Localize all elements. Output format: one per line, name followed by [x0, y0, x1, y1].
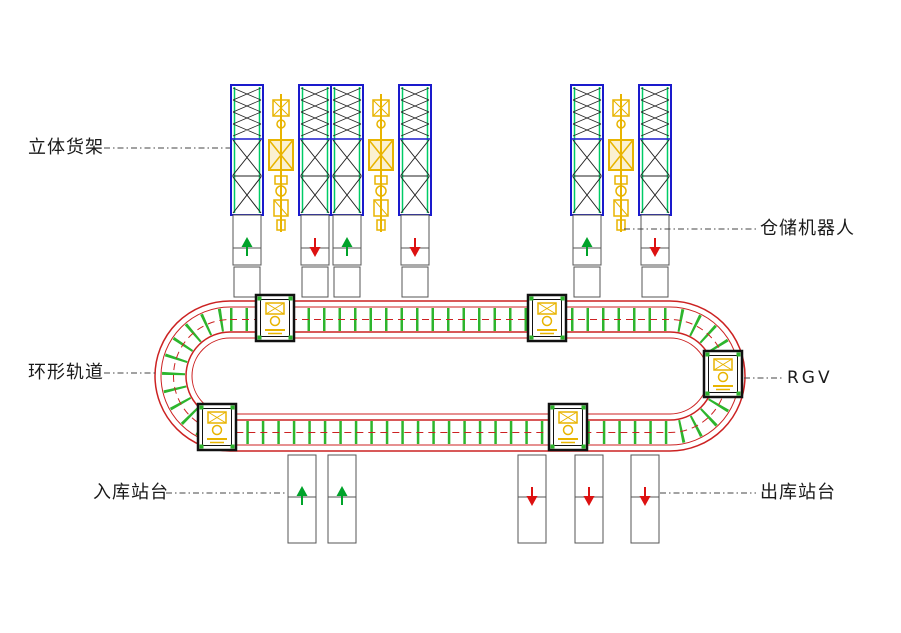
storage-rack [638, 84, 672, 216]
ring-track [154, 300, 746, 452]
storage-rack [330, 84, 364, 216]
storage-rack [298, 84, 332, 216]
rack-conveyors [232, 214, 670, 298]
track-inner-rail [185, 331, 715, 421]
rgv-vehicle [526, 293, 568, 343]
stereoscopic-racks [230, 84, 672, 216]
warehouse-robot [268, 93, 294, 233]
label-rgv: RGV [787, 368, 833, 388]
rgv-vehicle [254, 293, 296, 343]
storage-rack [398, 84, 432, 216]
rgv-vehicle [547, 402, 589, 452]
label-inbound-platform: 入库站台 [93, 482, 169, 503]
rgv-vehicle [196, 402, 238, 452]
warehouse-robot [368, 93, 394, 233]
label-stereoscopic-racks: 立体货架 [28, 137, 104, 158]
leader-lines [104, 147, 783, 494]
outbound-platforms [517, 454, 660, 544]
track-outer-rail [154, 300, 746, 452]
label-outbound-platform: 出库站台 [760, 482, 836, 503]
rgv-vehicle [702, 349, 744, 399]
storage-rack [230, 84, 264, 216]
inbound-platforms [287, 454, 357, 544]
warehouse-robot [608, 93, 634, 233]
track-inner-rail-2 [191, 337, 709, 415]
label-warehouse-robot: 仓储机器人 [760, 218, 855, 239]
storage-rack [570, 84, 604, 216]
label-ring-track: 环形轨道 [28, 362, 104, 383]
